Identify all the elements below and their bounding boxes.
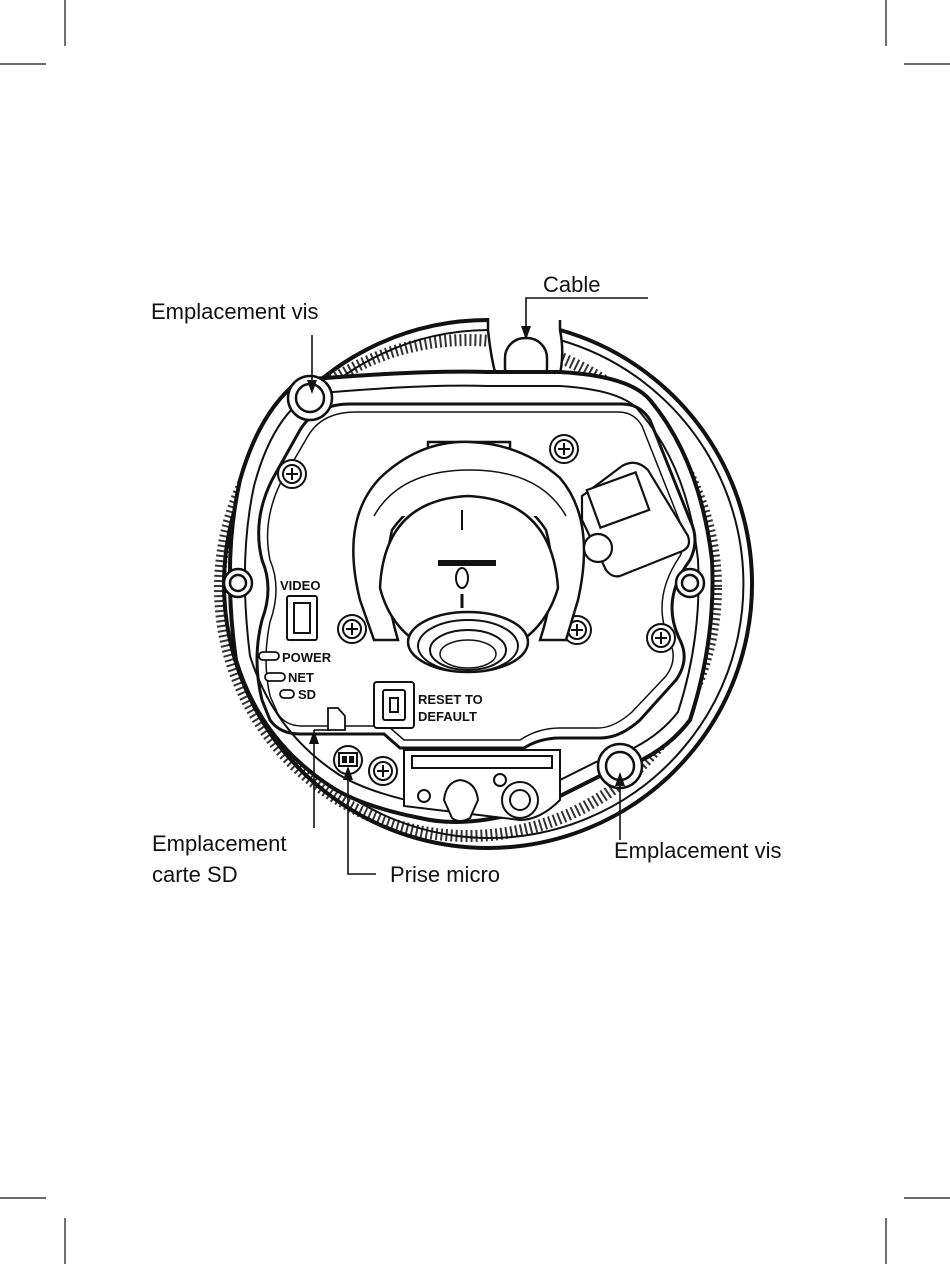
sd-label: SD: [298, 687, 316, 702]
net-label: NET: [288, 670, 314, 685]
callout-sd-slot-line2: carte SD: [152, 862, 238, 888]
callout-sd-slot-line1: Emplacement: [152, 831, 287, 857]
lens-gimbal: [353, 442, 584, 672]
callout-mic-jack: Prise micro: [390, 862, 500, 888]
reset-label-line2: DEFAULT: [418, 709, 477, 724]
reset-label-line1: RESET TO: [418, 692, 483, 707]
callout-screw-top: Emplacement vis: [151, 299, 319, 325]
power-label: POWER: [282, 650, 332, 665]
video-switch: [287, 596, 317, 640]
callout-cable: Cable: [543, 272, 600, 298]
video-label: VIDEO: [280, 578, 320, 593]
callout-screw-bottom: Emplacement vis: [614, 838, 782, 864]
reset-button: [374, 682, 414, 728]
